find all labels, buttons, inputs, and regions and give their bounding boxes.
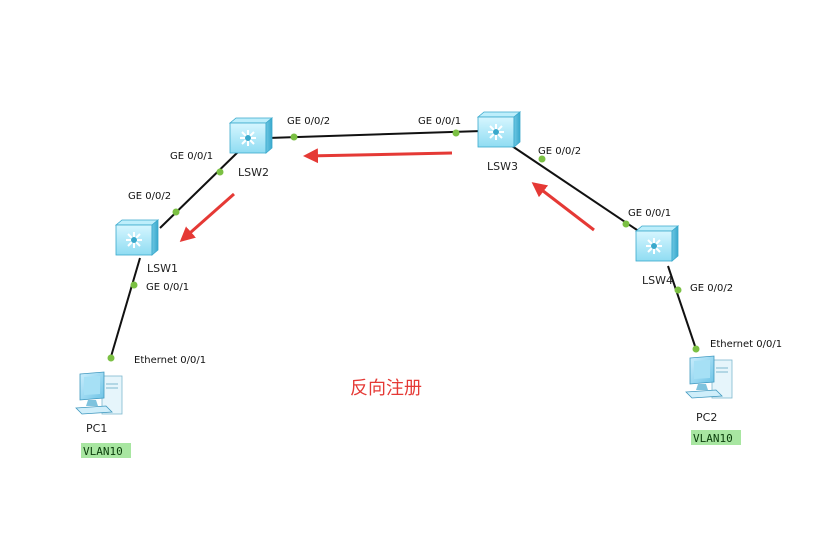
- label-lsw4: LSW4: [642, 274, 673, 287]
- switch-icon: [115, 219, 159, 256]
- label-lsw1: LSW1: [147, 262, 178, 275]
- port-label-lsw1-ge002: GE 0/0/2: [128, 191, 171, 202]
- arrow-lsw3-to-lsw2: [303, 148, 453, 164]
- switch-icon: [635, 225, 679, 262]
- port-label-pc1-eth: Ethernet 0/0/1: [134, 355, 206, 366]
- port-dot-lsw2-ge001: [216, 168, 224, 176]
- port-dot-pc1-eth: [107, 354, 115, 362]
- pc-pc1[interactable]: [75, 371, 123, 415]
- label-lsw3: LSW3: [487, 160, 518, 173]
- port-dot-lsw1-ge001: [130, 281, 138, 289]
- link-lsw2-lsw3: [267, 130, 483, 139]
- port-label-lsw4-ge002: GE 0/0/2: [690, 283, 733, 294]
- port-dots: [107, 129, 700, 362]
- pc-pc2[interactable]: [685, 355, 733, 399]
- switch-lsw2[interactable]: [229, 117, 273, 154]
- port-label-lsw3-ge002: GE 0/0/2: [538, 146, 581, 157]
- port-label-pc2-eth: Ethernet 0/0/1: [710, 339, 782, 350]
- pc-icon: [75, 371, 123, 415]
- label-pc1: PC1: [86, 422, 107, 435]
- link-lsw4-pc2: [667, 265, 698, 353]
- port-dot-pc2-eth: [692, 345, 700, 353]
- switch-lsw1[interactable]: [115, 219, 159, 256]
- vlan-tag-pc1-text: VLAN10: [83, 445, 123, 458]
- switch-lsw4[interactable]: [635, 225, 679, 262]
- arrow-lsw4-to-lsw3: [531, 182, 595, 232]
- annotation-note: 反向注册: [350, 378, 422, 399]
- port-label-lsw2-ge001: GE 0/0/1: [170, 151, 213, 162]
- port-dot-lsw3-ge002: [538, 155, 546, 163]
- port-dot-lsw2-ge002: [290, 133, 298, 141]
- port-label-lsw4-ge001: GE 0/0/1: [628, 208, 671, 219]
- port-label-lsw2-ge002: GE 0/0/2: [287, 116, 330, 127]
- switch-icon: [477, 111, 521, 148]
- label-pc2: PC2: [696, 411, 717, 424]
- links: [109, 130, 698, 361]
- vlan-tag-pc1: VLAN10: [81, 443, 131, 458]
- link-pc1-lsw1: [109, 257, 141, 361]
- port-dot-lsw1-ge002: [172, 208, 180, 216]
- link-lsw3-lsw4: [511, 145, 641, 233]
- link-lsw1-lsw2: [159, 149, 241, 229]
- port-label-lsw1-ge001: GE 0/0/1: [146, 282, 189, 293]
- pc-icon: [685, 355, 733, 399]
- port-dot-lsw3-ge001: [452, 129, 460, 137]
- arrow-lsw2-to-lsw1: [179, 192, 235, 242]
- port-dot-lsw4-ge002: [674, 286, 682, 294]
- switch-lsw3[interactable]: [477, 111, 521, 148]
- switch-icon: [229, 117, 273, 154]
- port-dot-lsw4-ge001: [622, 220, 630, 228]
- label-lsw2: LSW2: [238, 166, 269, 179]
- port-label-lsw3-ge001: GE 0/0/1: [418, 116, 461, 127]
- vlan-tag-pc2-text: VLAN10: [693, 432, 733, 445]
- registration-arrows: [179, 148, 595, 242]
- vlan-tag-pc2: VLAN10: [691, 430, 741, 445]
